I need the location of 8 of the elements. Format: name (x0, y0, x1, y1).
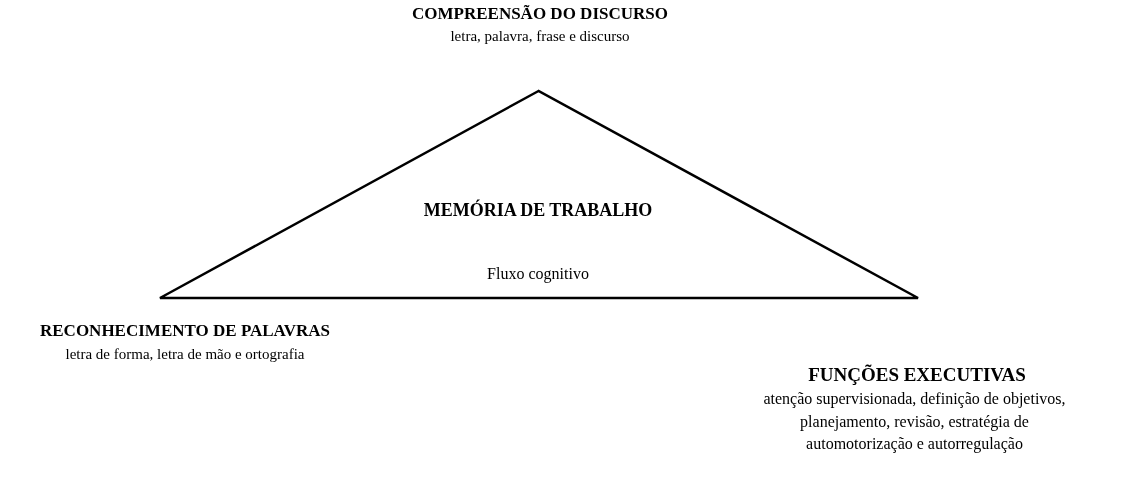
triangle-subtitle: Fluxo cognitivo (486, 264, 590, 285)
corner-heading: FUNÇÕES EXECUTIVAS (807, 363, 1027, 387)
corner-heading: COMPREENSÃO DO DISCURSO (411, 3, 669, 25)
corner-description: atenção supervisionada, definição de objetivos, planejamento, revisão, estratégia de automotorização e autorregulação (762, 389, 1067, 455)
corner-heading: RECONHECIMENTO DE PALAVRAS (39, 320, 331, 342)
corner-description: letra, palavra, frase e discurso (449, 27, 631, 46)
triangle-title: MEMÓRIA DE TRABALHO (422, 198, 654, 222)
corner-description: letra de forma, letra de mão e ortografia (64, 345, 306, 364)
